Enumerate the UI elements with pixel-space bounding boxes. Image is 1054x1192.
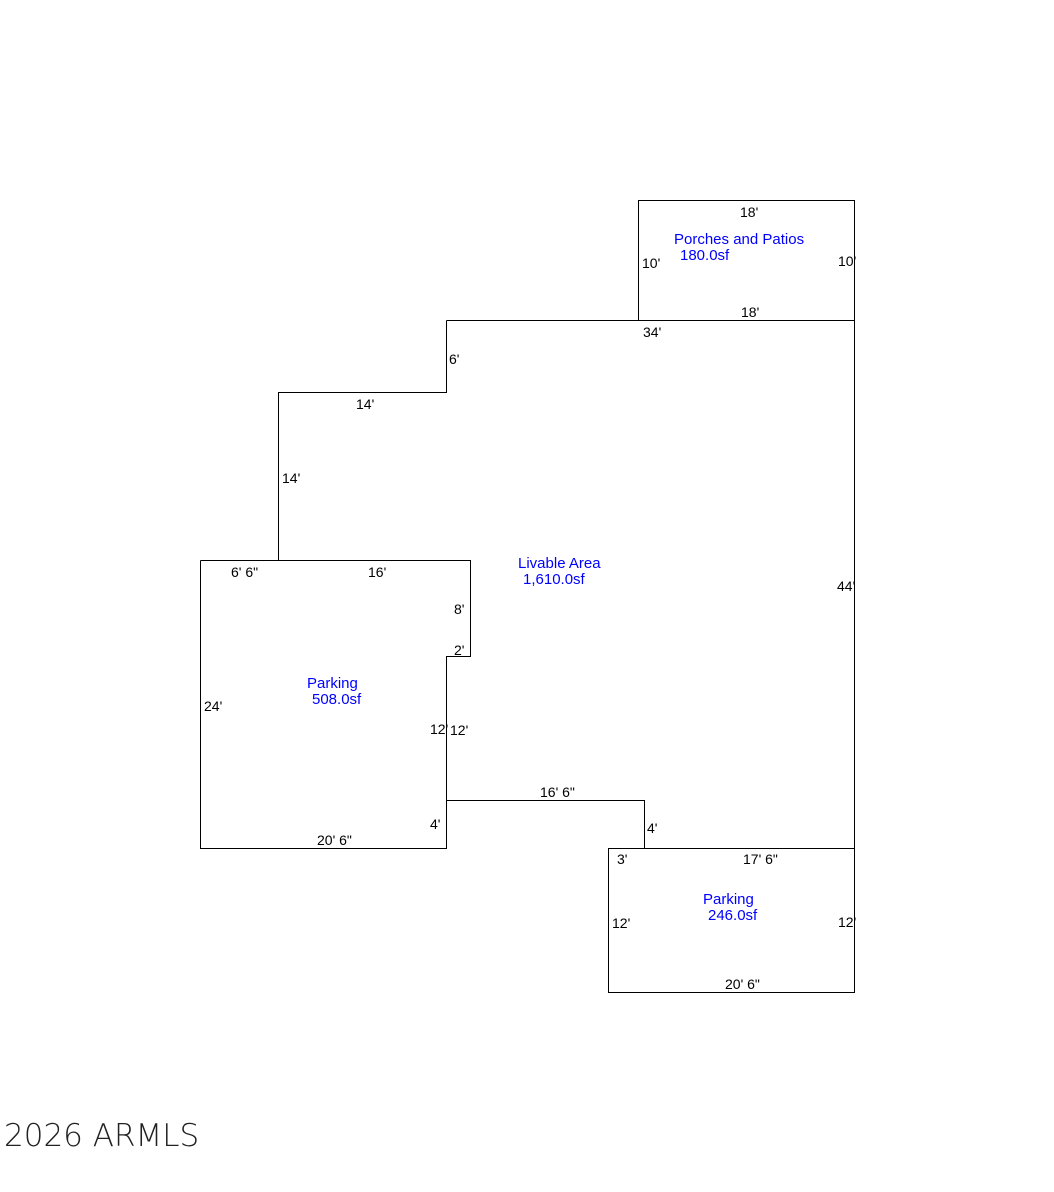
livable-notch-outline [446,800,645,849]
dim-livable-top: 34' [643,324,661,340]
dim-livable-step-h: 14' [356,396,374,412]
porches-area: 180.0sf [680,247,730,264]
parking-right-outline [608,848,855,993]
dim-pl-left: 24' [204,698,222,714]
dim-pr-top-left: 3' [617,851,627,867]
dim-porch-right: 10' [838,253,856,269]
dim-livable-left: 14' [282,470,300,486]
dim-bottom-h: 16' 6" [540,784,575,800]
dim-pr-top: 17' 6" [743,851,778,867]
dim-pr-left: 12' [612,915,630,931]
livable-area: 1,610.0sf [523,571,586,588]
dim-livable-step-v: 6' [449,351,459,367]
dim-livable-top-left: 6' 6" [231,564,258,580]
dim-pr-right: 12' [838,914,856,930]
watermark: 2026 ARMLS [4,1118,200,1154]
parking-left-outline [200,560,471,849]
dim-pl-right-lower: 4' [430,816,440,832]
livable-outline [446,320,855,849]
livable-name: Livable Area [518,555,601,572]
dim-porch-left: 10' [642,255,660,271]
parking-right-name: Parking [703,891,754,908]
dim-notch-v: 8' [454,601,464,617]
livable-step-outline [278,320,447,561]
dim-inner-b: 12' [450,722,468,738]
dim-bottom-v: 4' [647,820,657,836]
parking-right-area: 246.0sf [708,907,758,924]
parking-left-name: Parking [307,675,358,692]
dim-pl-bottom: 20' 6" [317,832,352,848]
dim-inner-a: 12' [430,721,448,737]
dim-porch-bottom: 18' [741,304,759,320]
dim-porch-top: 18' [740,204,758,220]
dim-pl-top: 16' [368,564,386,580]
dim-pr-bottom: 20' 6" [725,976,760,992]
dim-livable-right: 44' [837,578,855,594]
dim-notch-h: 2' [454,642,464,658]
parking-left-area: 508.0sf [312,691,362,708]
porches-name: Porches and Patios [674,231,804,248]
